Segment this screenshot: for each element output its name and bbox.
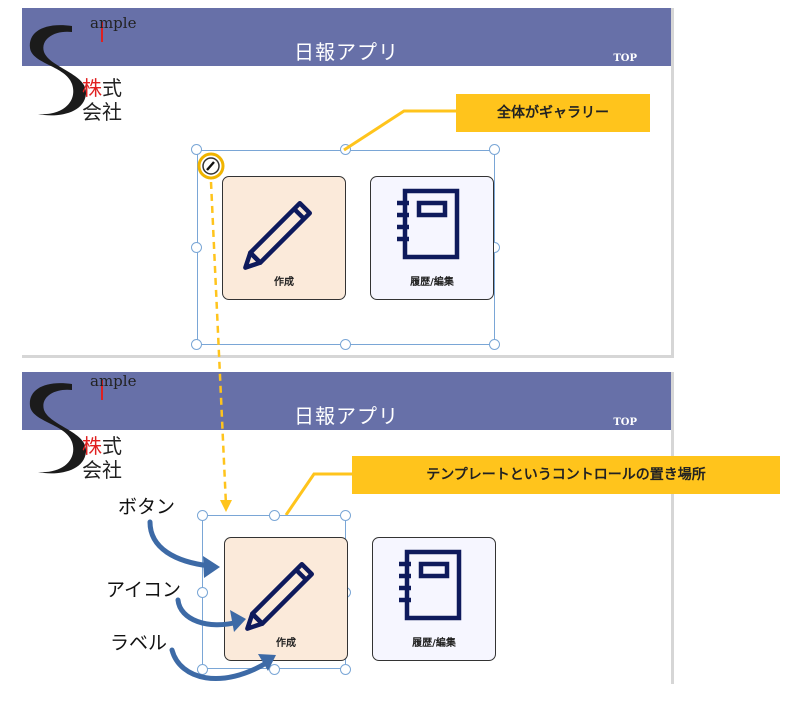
resize-handle[interactable] <box>191 339 202 350</box>
app-header: 日報アプリ TOP <box>22 372 671 430</box>
create-button[interactable]: 作成 <box>224 537 348 661</box>
resize-handle[interactable] <box>340 510 351 521</box>
top-nav-link[interactable]: TOP <box>613 417 637 428</box>
notebook-icon <box>399 549 462 621</box>
company-logo: ample 株式 会社 <box>26 372 136 482</box>
arrow-to-label <box>169 647 271 682</box>
logo-ample-text: ample <box>90 372 137 390</box>
resize-handle[interactable] <box>340 339 351 350</box>
pencil-icon <box>245 562 314 631</box>
resize-handle[interactable] <box>197 664 208 675</box>
arrow-to-button <box>147 519 213 569</box>
annotation-label: ラベル <box>110 632 168 654</box>
create-button[interactable]: 作成 <box>222 176 346 300</box>
pencil-icon <box>243 201 312 270</box>
logo-line1: 株式 <box>82 76 122 100</box>
annotation-icon: アイコン <box>106 579 182 601</box>
create-label: 作成 <box>274 277 294 288</box>
resize-handle[interactable] <box>191 242 202 253</box>
history-edit-button[interactable]: 履歴/編集 <box>370 176 494 300</box>
resize-handle[interactable] <box>340 664 351 675</box>
history-edit-label: 履歴/編集 <box>410 277 454 288</box>
annotation-button: ボタン <box>118 496 176 518</box>
company-logo: ample 株式 会社 <box>26 14 137 124</box>
arrow-to-icon <box>175 597 241 628</box>
resize-handle[interactable] <box>489 339 500 350</box>
history-edit-label: 履歴/編集 <box>412 638 456 649</box>
app-title: 日報アプリ <box>294 40 399 64</box>
template-screen-panel: 日報アプリ TOP ample 株式 会社 <box>22 372 674 684</box>
resize-handle[interactable] <box>269 510 280 521</box>
template-callout: テンプレートというコントロールの置き場所 <box>352 456 780 494</box>
app-title: 日報アプリ <box>294 404 399 428</box>
red-mark-icon <box>101 380 103 400</box>
red-mark-icon <box>101 22 103 42</box>
s-logo-icon <box>29 383 87 474</box>
s-logo-icon <box>29 25 87 116</box>
history-edit-button[interactable]: 履歴/編集 <box>372 537 496 661</box>
resize-handle[interactable] <box>489 144 500 155</box>
logo-ample-text: ample <box>90 14 137 32</box>
logo-line1: 株式 <box>82 434 122 458</box>
resize-handle[interactable] <box>197 587 208 598</box>
resize-handle[interactable] <box>191 144 202 155</box>
notebook-icon <box>397 188 460 260</box>
gallery-callout: 全体がギャラリー <box>456 94 650 132</box>
edit-template-icon[interactable] <box>195 152 227 184</box>
gallery-screen-panel: 日報アプリ TOP ample 株式 会社 <box>22 8 674 358</box>
create-label: 作成 <box>276 638 296 649</box>
top-nav-link[interactable]: TOP <box>613 53 637 64</box>
app-header: 日報アプリ TOP <box>22 8 671 66</box>
logo-line2: 会社 <box>82 100 122 124</box>
resize-handle[interactable] <box>197 510 208 521</box>
resize-handle[interactable] <box>269 664 280 675</box>
logo-line2: 会社 <box>82 458 122 482</box>
